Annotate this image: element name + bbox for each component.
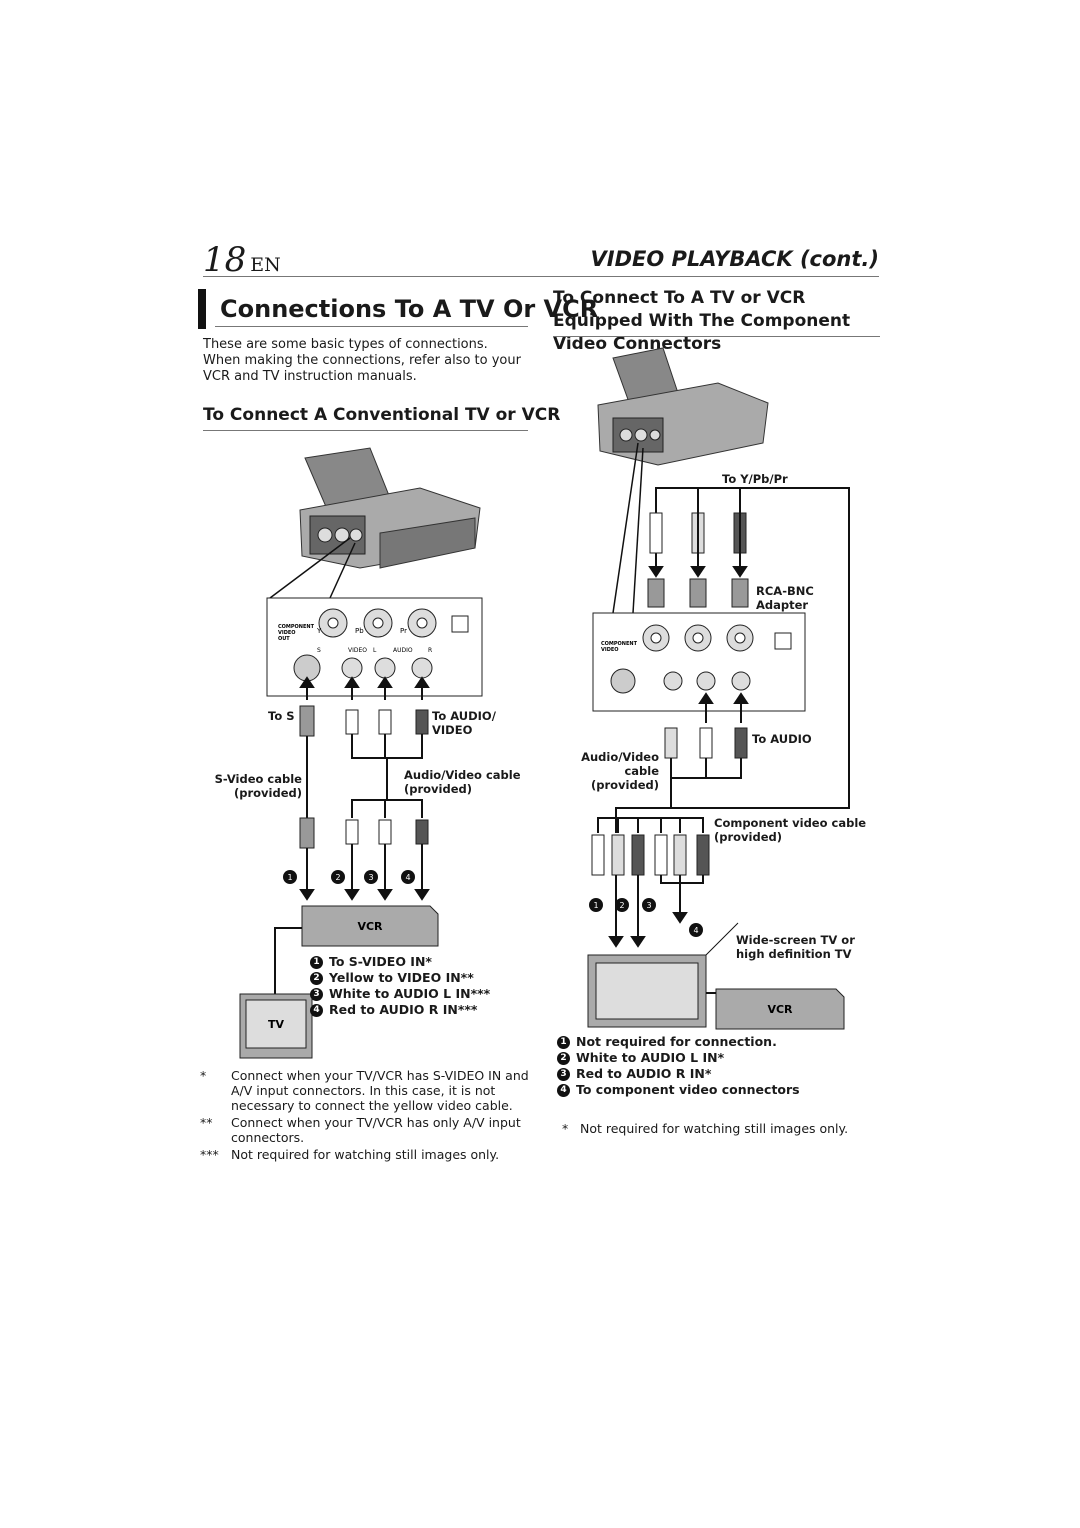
rca-bnc-label: RCA-BNC Adapter	[756, 584, 814, 612]
component-connection-diagram: COMPONENT VIDEO 1 2 3 4	[587, 347, 850, 1030]
arrows-to-tv	[608, 875, 704, 948]
svg-text:OUT: OUT	[278, 636, 290, 642]
vcr-box-right: VCR	[715, 988, 845, 1030]
cable-plugs-top	[299, 705, 429, 737]
to-s-label: To S	[268, 709, 295, 723]
rca-bnc-adapters	[647, 578, 749, 608]
arrows-adapter	[648, 555, 748, 578]
right-subtitle-rule	[553, 336, 880, 337]
tv-label: TV	[268, 1018, 285, 1031]
vcr-tv-cable	[274, 927, 302, 994]
cables	[306, 734, 423, 818]
l-label: L	[373, 647, 377, 654]
marker-r1: 1	[593, 901, 598, 910]
section-title: VIDEO PLAYBACK (cont.)	[590, 247, 879, 271]
left-subtitle: To Connect A Conventional TV or VCR	[203, 405, 561, 425]
arrows-audio-up	[698, 692, 749, 723]
marker-r2: 2	[619, 901, 624, 910]
to-audio-label: To AUDIO	[752, 732, 812, 746]
marker-r4: 4	[693, 926, 698, 935]
component-label: COMPONENT	[278, 624, 315, 630]
marker-3: 3	[368, 873, 373, 882]
to-ypbpr-label: To Y/Pb/Pr	[722, 472, 788, 486]
vcr-label-right: VCR	[767, 1003, 793, 1016]
cable-plugs-bottom	[299, 817, 429, 849]
marker-1: 1	[287, 873, 292, 882]
marker-4: 4	[405, 873, 410, 882]
to-audio-video-label: To AUDIO/ VIDEO	[432, 709, 496, 737]
y-label: Y	[316, 627, 322, 635]
widescreen-label: Wide-screen TV or high definition TV	[736, 933, 855, 961]
footnote-3: ***Not required for watching still image…	[200, 1147, 500, 1162]
number-markers-right: 1 2 3 4	[589, 898, 703, 937]
svg-text:COMPONENT: COMPONENT	[601, 641, 638, 647]
widescreen-tv	[587, 954, 707, 1028]
number-markers: 1 2 3 4	[283, 870, 415, 884]
vcr-label: VCR	[357, 920, 383, 933]
tv-box: TV	[239, 993, 313, 1059]
arrows-down	[299, 844, 430, 901]
r-label: R	[428, 647, 432, 654]
s-label: S	[317, 647, 321, 654]
left-subtitle-rule	[203, 430, 528, 431]
conventional-connection-diagram: COMPONENT VIDEO OUT Y Pb Pr S VIDEO L AU…	[239, 447, 483, 1059]
jack-panel: COMPONENT VIDEO OUT Y Pb Pr S VIDEO L AU…	[266, 597, 483, 697]
plug-row-bottom	[591, 834, 710, 876]
av-cable-label-right: Audio/Video cable (provided)	[581, 750, 659, 792]
svg-text:VIDEO: VIDEO	[601, 647, 619, 653]
camcorder-illustration	[299, 447, 481, 569]
footnote-2: **Connect when your TV/VCR has only A/V …	[200, 1115, 521, 1145]
av-cable-label: Audio/Video cable (provided)	[404, 768, 521, 796]
marker-2: 2	[335, 873, 340, 882]
marker-r3: 3	[646, 901, 651, 910]
component-cable-line	[655, 487, 850, 809]
camcorder-illustration-right	[597, 347, 769, 466]
video-label: VIDEO	[348, 647, 367, 654]
footnote-1: *Connect when your TV/VCR has S-VIDEO IN…	[200, 1068, 529, 1113]
vcr-box: VCR	[301, 905, 439, 947]
right-subtitle: To Connect To A TV or VCR Equipped With …	[553, 288, 851, 354]
right-footnote: *Not required for watching still images …	[562, 1121, 849, 1136]
component-cable-label: Component video cable (provided)	[714, 816, 867, 844]
intro-paragraph: These are some basic types of connection…	[203, 337, 521, 384]
header-rule	[203, 276, 879, 277]
svg-text:VIDEO: VIDEO	[278, 630, 296, 636]
av-plugs	[664, 727, 748, 759]
pr-label: Pr	[400, 627, 407, 635]
title-rule	[215, 326, 528, 327]
pb-label: Pb	[355, 627, 364, 635]
arrows-up	[299, 676, 430, 700]
left-footnotes: *Connect when your TV/VCR has S-VIDEO IN…	[200, 1068, 530, 1162]
svideo-cable-label: S-Video cable (provided)	[214, 772, 302, 800]
page-title: Connections To A TV Or VCR	[198, 289, 598, 329]
audio-label: AUDIO	[393, 647, 413, 654]
jack-panel-right: COMPONENT VIDEO	[592, 612, 806, 712]
